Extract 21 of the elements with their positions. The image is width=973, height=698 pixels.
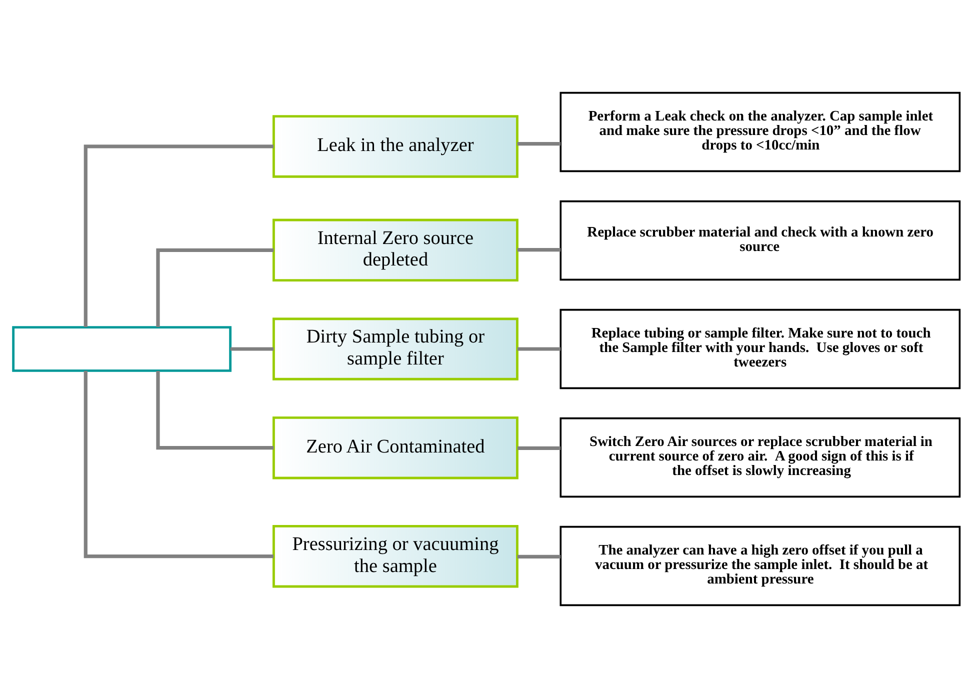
node-box: Pressurizing or vacuuming the sample <box>272 525 518 588</box>
node-box: The analyzer can have a high zero offset if you pull a vacuum or pressurize the sample inlet. It should be at ambient pressure <box>560 526 961 606</box>
node-box: Switch Zero Air sources or replace scrubber material in current source of zero air. A good sign of this is if the offset is slowly increasing <box>560 417 961 498</box>
connector <box>230 347 274 351</box>
connector <box>517 248 561 252</box>
connector <box>156 248 274 328</box>
node-box: Zero Air Contaminated <box>272 416 518 480</box>
connector <box>84 370 274 558</box>
node-box: Dirty Sample tubing or sample filter <box>272 318 518 380</box>
node-box: Replace tubing or sample filter. Make sure not to touch the Sample filter with your hands. Use gloves or soft tweezers <box>560 308 961 390</box>
node-box: Internal Zero source depleted <box>272 218 518 282</box>
connector <box>156 370 274 450</box>
node-box: Replace scrubber material and check with a known zero source <box>560 200 961 281</box>
connector <box>84 144 274 327</box>
connector <box>517 446 561 450</box>
connector <box>517 347 561 351</box>
connector <box>517 142 561 146</box>
connector <box>517 554 561 558</box>
node-box: Leak in the analyzer <box>272 115 518 178</box>
node-box: Perform a Leak check on the analyzer. Cap sample inlet and make sure the pressure drops <10” and the flow drops to <10cc/min <box>560 92 961 172</box>
node-box <box>12 326 232 372</box>
